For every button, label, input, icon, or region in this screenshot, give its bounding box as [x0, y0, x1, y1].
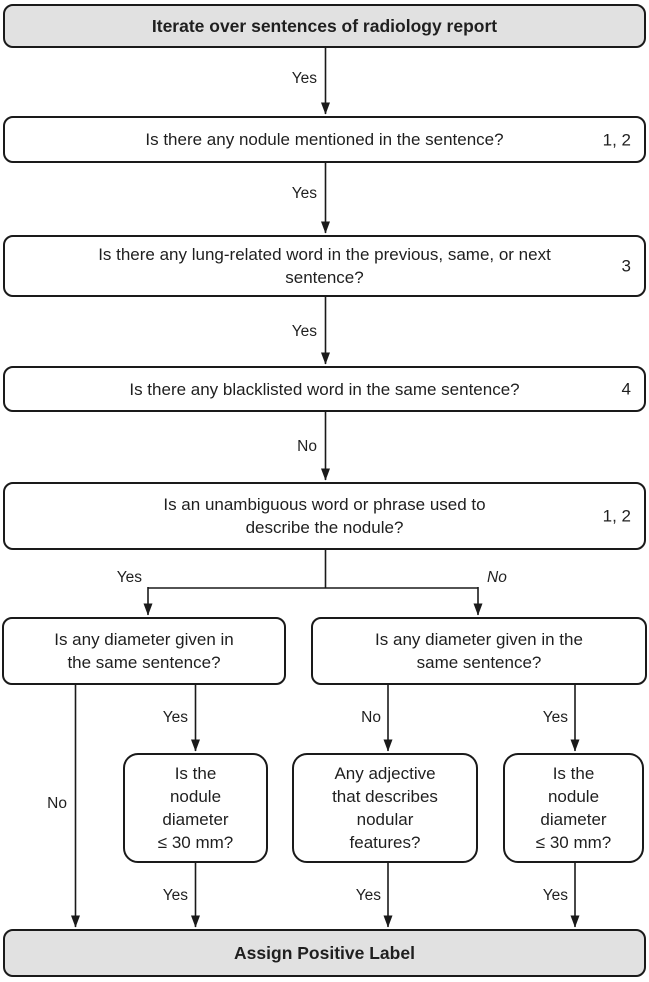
node-start-text: Iterate over sentences of radiology repo…	[151, 15, 498, 36]
edge-label-diam-right-yes: Yes	[542, 709, 568, 726]
ref-nodule-citation: 1, 2	[602, 130, 631, 149]
edge-label-blacklist-no: No	[297, 438, 317, 455]
node-adjective-text: Any adjective that describes nodular fea…	[332, 764, 438, 852]
node-blacklist-question: Is there any blacklisted word in the sam…	[3, 366, 646, 412]
edge-label-size-left-yes: Yes	[162, 887, 188, 904]
node-diameter-right-question: Is any diameter given in the same senten…	[311, 617, 647, 685]
node-lung-text: Is there any lung-related word in the pr…	[98, 245, 551, 287]
node-nodule-question: Is there any nodule mentioned in the sen…	[3, 116, 646, 163]
node-diameter-left-question: Is any diameter given in the same senten…	[2, 617, 286, 685]
edge-label-unambiguous-no: No	[487, 569, 507, 586]
node-diameter-left-text: Is any diameter given in the same senten…	[54, 630, 234, 672]
node-blacklist-text: Is there any blacklisted word in the sam…	[129, 379, 520, 399]
ref-unambiguous-citation: 1, 2	[602, 506, 631, 526]
node-assign-positive-text: Assign Positive Label	[234, 942, 415, 963]
node-nodule-text: Is there any nodule mentioned in the sen…	[145, 130, 504, 149]
edge-label-diam-left-yes: Yes	[162, 709, 188, 726]
edge-label-size-right-yes: Yes	[542, 887, 568, 904]
node-size-left-question: Is the nodule diameter ≤ 30 mm?	[123, 753, 268, 863]
ref-blacklist-citation: 4	[621, 379, 631, 399]
node-lung-question: Is there any lung-related word in the pr…	[3, 235, 646, 297]
node-size-left-text: Is the nodule diameter ≤ 30 mm?	[157, 764, 234, 852]
edge-label-nodule-yes: Yes	[291, 185, 317, 202]
node-unambiguous-question: Is an unambiguous word or phrase used to…	[3, 482, 646, 550]
node-adjective-question: Any adjective that describes nodular fea…	[292, 753, 478, 863]
node-size-right-text: Is the nodule diameter ≤ 30 mm?	[535, 764, 612, 852]
node-assign-positive-terminal: Assign Positive Label	[3, 929, 646, 977]
ref-lung-citation: 3	[621, 256, 631, 276]
node-size-right-question: Is the nodule diameter ≤ 30 mm?	[503, 753, 644, 863]
node-start-terminal: Iterate over sentences of radiology repo…	[3, 4, 646, 48]
edge-label-start-yes: Yes	[291, 70, 317, 87]
edge-label-diam-left-no: No	[47, 795, 67, 812]
edge-label-diam-right-no: No	[361, 709, 381, 726]
edge-label-unambiguous-yes: Yes	[116, 569, 142, 586]
edge-label-adjective-yes: Yes	[355, 887, 381, 904]
node-diameter-right-text: Is any diameter given in the same senten…	[375, 630, 583, 672]
edge-label-lung-yes: Yes	[291, 323, 317, 340]
node-unambiguous-text: Is an unambiguous word or phrase used to…	[163, 495, 486, 537]
